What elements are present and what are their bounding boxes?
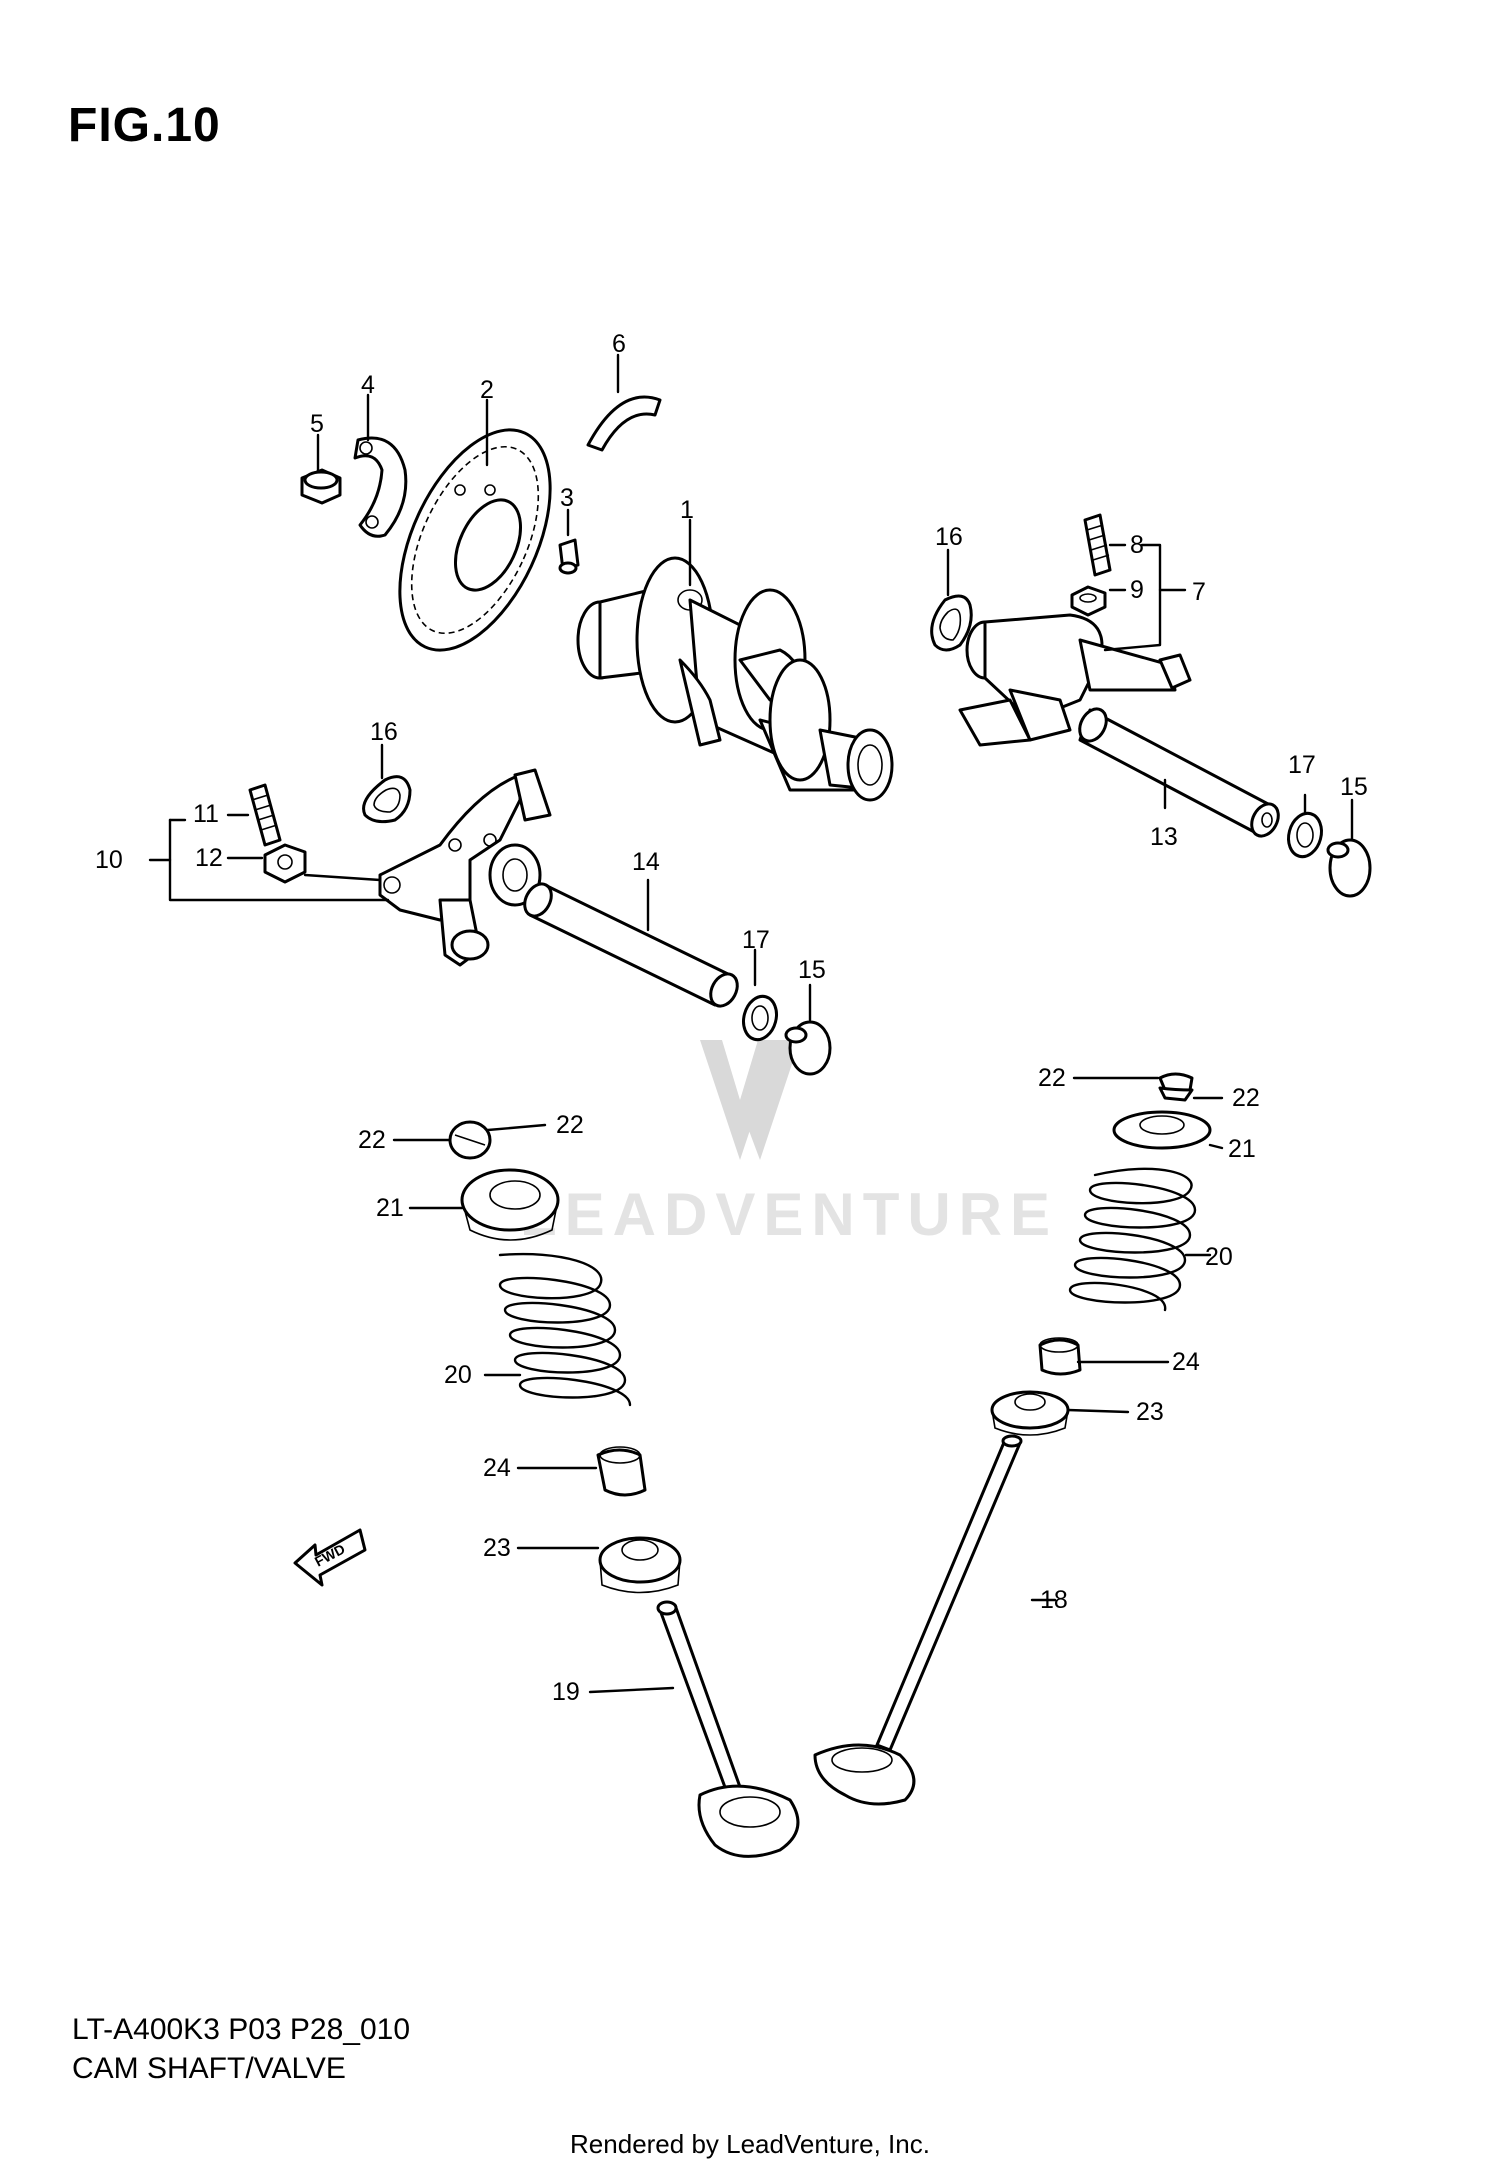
forward-arrow-icon: FWD	[293, 1528, 367, 1587]
callout-14: 14	[632, 848, 660, 876]
valve-cotter-right-part	[1158, 1072, 1194, 1102]
watermark-logo: LEADVENTURE	[520, 1040, 1058, 1248]
shaft-plug-lower-part	[784, 1020, 832, 1076]
callout-9: 9	[1130, 576, 1144, 604]
spring-seat-right-part	[990, 1390, 1070, 1436]
callout-3: 3	[560, 484, 574, 512]
valve-cotter-left-part	[448, 1120, 492, 1160]
callout-8: 8	[1130, 531, 1144, 559]
callout-22-left-b: 22	[556, 1111, 584, 1139]
spring-seat-left-part	[598, 1536, 682, 1594]
rocker-shaft-upper-part	[1078, 707, 1280, 838]
rocker-adjust-screw-lower-part	[248, 783, 282, 847]
callout-2: 2	[480, 376, 494, 404]
callout-1: 1	[680, 496, 694, 524]
callout-24-right: 24	[1172, 1348, 1200, 1376]
camshaft-part	[576, 556, 894, 802]
rocker-adjust-screw-upper-part	[1083, 513, 1112, 577]
cam-sprocket-part	[398, 428, 552, 652]
callout-20-left: 20	[444, 1361, 472, 1389]
rocker-arm-upper-part	[958, 613, 1192, 747]
rocker-o-ring-lower-part	[362, 775, 412, 824]
callout-21-left: 21	[376, 1194, 404, 1222]
callout-21-right: 21	[1228, 1135, 1256, 1163]
callout-5: 5	[310, 410, 324, 438]
valve-spring-right-part	[1068, 1167, 1197, 1312]
callout-7: 7	[1192, 578, 1206, 606]
callout-6: 6	[612, 330, 626, 358]
cam-dowel-pin-part	[558, 538, 580, 575]
callout-labels: 1 2 3 4 5 6 7 8 9 10 11 12 13 14 15 15 1…	[95, 330, 1368, 1706]
drawing-title: CAM SHAFT/VALVE	[72, 2052, 346, 2085]
spring-retainer-left-part	[460, 1168, 560, 1241]
rocker-lock-nut-upper-part	[1070, 585, 1107, 617]
rocker-shaft-lower-part	[523, 882, 739, 1008]
callout-17-lower: 17	[742, 926, 770, 954]
intake-valve-part	[813, 1434, 1023, 1806]
callout-15-upper: 15	[1340, 773, 1368, 801]
rendered-by-credit: Rendered by LeadVenture, Inc.	[570, 2129, 930, 2159]
callout-11: 11	[193, 800, 219, 828]
rocker-lock-nut-lower-part	[263, 843, 307, 884]
callout-20-right: 20	[1205, 1243, 1233, 1271]
callout-22-left-a: 22	[358, 1126, 386, 1154]
cam-end-cap-part	[586, 395, 662, 452]
callout-15-lower: 15	[798, 956, 826, 984]
shaft-plug-upper-part	[1326, 838, 1372, 898]
callout-23-right: 23	[1136, 1398, 1164, 1426]
drawing-code: LT-A400K3 P03 P28_010	[72, 2013, 411, 2046]
cam-sprocket-bolt-part	[300, 468, 342, 505]
callout-23-left: 23	[483, 1534, 511, 1562]
callout-22-right-a: 22	[1038, 1064, 1066, 1092]
leader-lines	[148, 353, 1354, 1694]
callout-17-upper: 17	[1288, 751, 1316, 779]
valve-stem-seal-right-part	[1038, 1337, 1082, 1376]
callout-24-left: 24	[483, 1454, 511, 1482]
callout-12: 12	[195, 844, 223, 872]
rocker-arm-lower-part	[378, 768, 552, 967]
callout-19: 19	[552, 1678, 580, 1706]
callout-13: 13	[1150, 823, 1178, 851]
sprocket-retainer-plate-part	[353, 436, 408, 538]
shaft-washer-upper-part	[1287, 811, 1323, 859]
valve-spring-left-part	[498, 1252, 632, 1407]
callout-16-lower: 16	[370, 718, 398, 746]
valve-stem-seal-left-part	[596, 1446, 647, 1497]
callout-22-right-b: 22	[1232, 1084, 1260, 1112]
shaft-washer-lower-part	[742, 994, 778, 1042]
rocker-o-ring-part	[930, 594, 973, 652]
figure-title: FIG.10	[68, 99, 221, 152]
exhaust-valve-part	[656, 1600, 800, 1858]
callout-16-upper: 16	[935, 523, 963, 551]
spring-retainer-right-part	[1112, 1110, 1212, 1150]
callout-10: 10	[95, 846, 123, 874]
watermark-text: LEADVENTURE	[520, 1181, 1058, 1248]
callout-4: 4	[361, 371, 375, 399]
callout-18: 18	[1040, 1586, 1068, 1614]
